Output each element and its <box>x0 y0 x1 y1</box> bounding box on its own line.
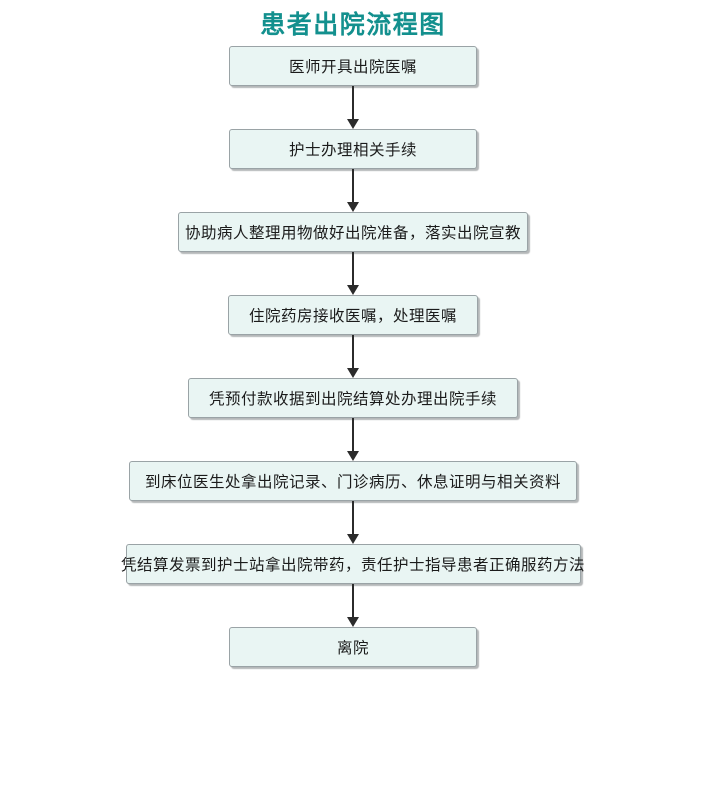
flow-node-8-label: 离院 <box>336 639 369 657</box>
flow-node-5-label: 凭预付款收据到出院结算处办理出院手续 <box>208 390 497 408</box>
arrow-stem <box>352 418 354 452</box>
flow-node-2[interactable]: 护士办理相关手续 <box>229 129 477 169</box>
arrow-stem <box>352 501 354 535</box>
down-arrow-icon-7 <box>346 584 360 627</box>
flow-node-1-label: 医师开具出院医嘱 <box>288 58 417 76</box>
arrow-stem <box>352 584 354 618</box>
arrow-head <box>347 285 359 295</box>
arrow-stem <box>352 86 354 120</box>
flow-node-7[interactable]: 凭结算发票到护士站拿出院带药，责任护士指导患者正确服药方法 <box>121 544 585 584</box>
flow-node-8[interactable]: 离院 <box>229 627 477 667</box>
flow-node-2-label: 护士办理相关手续 <box>288 141 417 159</box>
arrow-head <box>347 451 359 461</box>
flow-node-1[interactable]: 医师开具出院医嘱 <box>229 46 477 86</box>
down-arrow-icon-5 <box>346 418 360 461</box>
down-arrow-icon-1 <box>346 86 360 129</box>
flow-node-4[interactable]: 住院药房接收医嘱，处理医嘱 <box>228 295 478 335</box>
arrow-stem <box>352 252 354 286</box>
arrow-head <box>347 202 359 212</box>
arrow-head <box>347 368 359 378</box>
down-arrow-icon-4 <box>346 335 360 378</box>
arrow-head <box>347 534 359 544</box>
flow-node-6[interactable]: 到床位医生处拿出院记录、门诊病历、休息证明与相关资料 <box>129 461 577 501</box>
arrow-head <box>347 119 359 129</box>
flow-node-3[interactable]: 协助病人整理用物做好出院准备，落实出院宣教 <box>178 212 528 252</box>
down-arrow-icon-3 <box>346 252 360 295</box>
page-title: 患者出院流程图 <box>260 10 446 39</box>
flow-node-3-label: 协助病人整理用物做好出院准备，落实出院宣教 <box>184 224 521 242</box>
flow-node-6-label: 到床位医生处拿出院记录、门诊病历、休息证明与相关资料 <box>144 473 561 491</box>
arrow-stem <box>352 169 354 203</box>
flow-node-5[interactable]: 凭预付款收据到出院结算处办理出院手续 <box>188 378 518 418</box>
arrow-stem <box>352 335 354 369</box>
flow-node-4-label: 住院药房接收医嘱，处理医嘱 <box>248 307 457 325</box>
arrow-head <box>347 617 359 627</box>
flow-node-7-label: 凭结算发票到护士站拿出院带药，责任护士指导患者正确服药方法 <box>121 556 586 574</box>
down-arrow-icon-2 <box>346 169 360 212</box>
down-arrow-icon-6 <box>346 501 360 544</box>
